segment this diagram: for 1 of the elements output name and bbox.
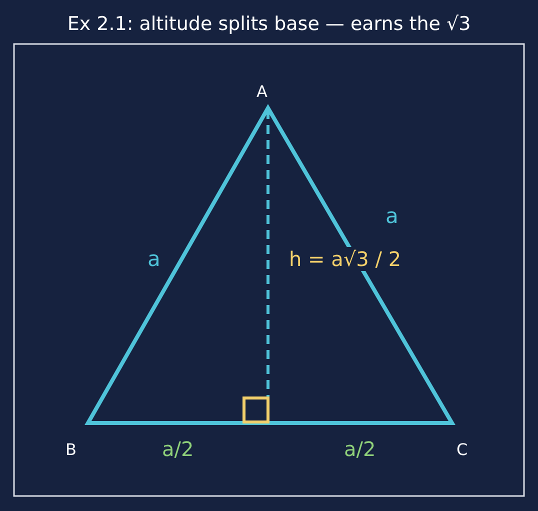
diagram-title: Ex 2.1: altitude splits base — earns the √3: [66, 15, 472, 34]
